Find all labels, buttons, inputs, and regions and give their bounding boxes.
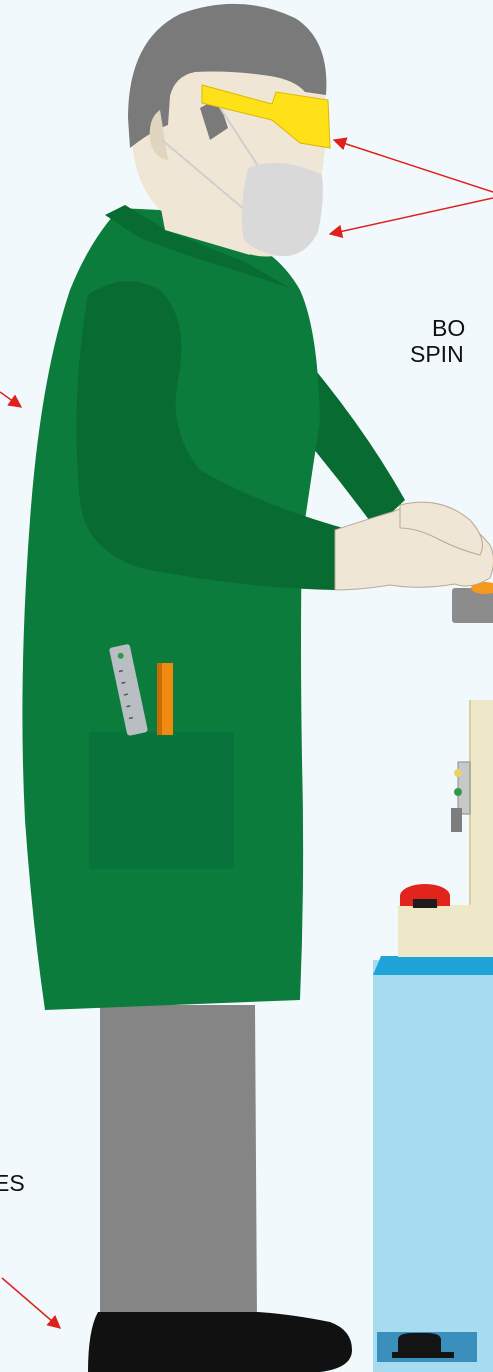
arrow-to-shoes — [2, 1278, 60, 1328]
machine-base-block — [398, 905, 493, 957]
worker-coat-pocket — [89, 732, 234, 869]
machine-foot-switch — [398, 1333, 441, 1355]
machine-cabinet — [373, 960, 493, 1372]
machine-tool — [373, 582, 493, 1372]
machine-side-knob — [451, 808, 462, 832]
pencil-icon — [157, 663, 173, 735]
worker-shoes — [88, 1312, 352, 1372]
machine-column — [470, 700, 493, 910]
arrow-to-goggles — [334, 140, 493, 192]
machine-indicator-light-yellow — [454, 769, 462, 777]
machine-indicator-light-green — [454, 788, 462, 796]
arrow-to-coat — [0, 392, 21, 407]
worker-trousers — [100, 1005, 257, 1322]
machine-cabinet-top-stripe — [373, 956, 493, 975]
arrow-to-mask — [330, 198, 493, 234]
emergency-stop-button-icon — [400, 884, 450, 908]
face-mask-icon — [242, 163, 323, 256]
machine-foot-switch-base — [392, 1352, 454, 1358]
